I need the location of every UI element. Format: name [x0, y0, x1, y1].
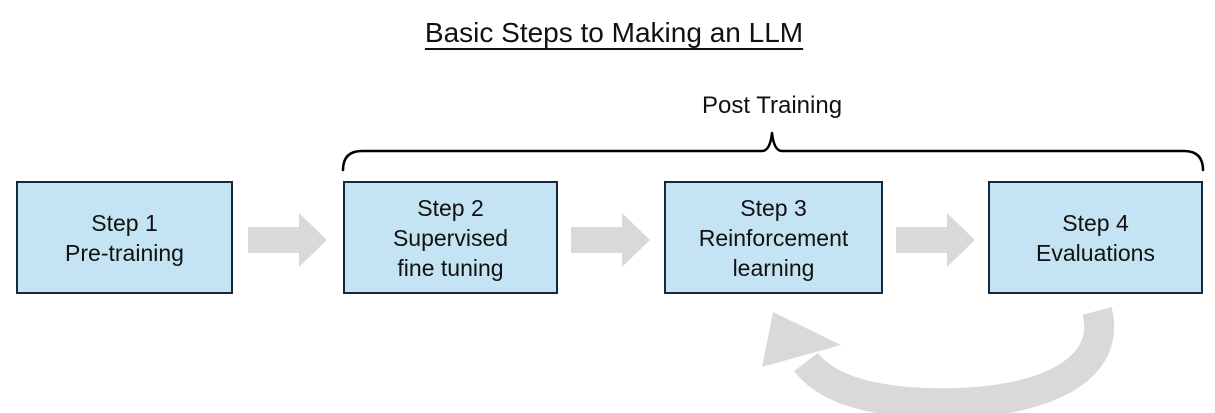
- post-training-label: Post Training: [701, 92, 843, 119]
- arrow-right-icon: [896, 213, 975, 267]
- step-1-box: Step 1 Pre-training: [16, 181, 233, 294]
- step-2-box: Step 2 Supervised fine tuning: [343, 181, 558, 294]
- post-training-brace-icon: [341, 131, 1205, 172]
- step-3-box: Step 3 Reinforcement learning: [664, 181, 883, 294]
- step-3-label: Step 3 Reinforcement learning: [698, 194, 849, 281]
- step-2-label: Step 2 Supervised fine tuning: [392, 194, 509, 281]
- loop-back-arrow-icon: [762, 307, 1114, 413]
- step-1-label: Step 1 Pre-training: [65, 209, 184, 266]
- arrow-right-icon: [571, 213, 650, 267]
- step-4-label: Step 4 Evaluations: [1036, 209, 1155, 266]
- step-4-box: Step 4 Evaluations: [988, 181, 1203, 294]
- arrow-right-icon: [248, 213, 327, 267]
- page-title: Basic Steps to Making an LLM: [424, 17, 804, 48]
